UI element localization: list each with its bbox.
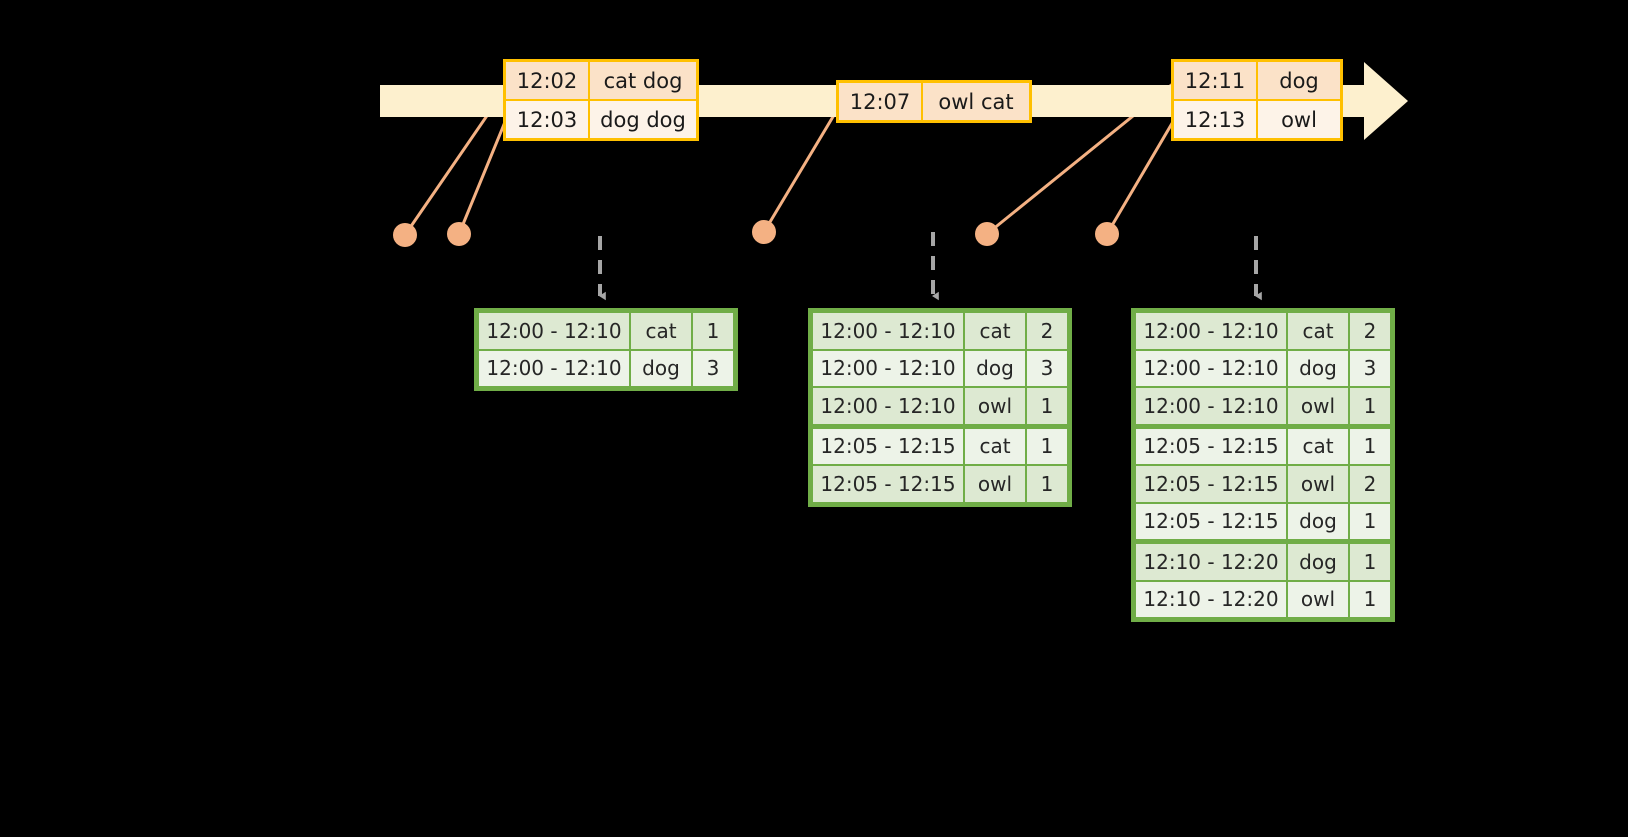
- cell-word: cat: [1287, 427, 1349, 465]
- connector-dot-4: [975, 222, 999, 246]
- connector-dot-2: [447, 222, 471, 246]
- cell-count: 1: [1026, 387, 1068, 425]
- cell-window: 12:10 - 12:20: [1135, 580, 1287, 618]
- cell-word: owl: [964, 387, 1026, 425]
- cell-count: 3: [1349, 349, 1391, 387]
- cell-window: 12:00 - 12:10: [1135, 387, 1287, 425]
- cell-word: dog: [1287, 502, 1349, 540]
- cell-count: 2: [1026, 312, 1068, 350]
- event-row: 12:11 dog: [1174, 62, 1340, 99]
- cell-window: 12:00 - 12:10: [812, 387, 964, 425]
- cell-window: 12:00 - 12:10: [812, 349, 964, 387]
- cell-count: 1: [1026, 465, 1068, 503]
- timeline-arrow-icon: [1364, 62, 1408, 140]
- cell-word: cat: [964, 427, 1026, 465]
- cell-window: 12:00 - 12:10: [812, 312, 964, 350]
- cell-word: owl: [964, 465, 1026, 503]
- cell-word: dog: [964, 349, 1026, 387]
- cell-word: owl: [1287, 580, 1349, 618]
- cell-count: 1: [1349, 543, 1391, 581]
- cell-window: 12:10 - 12:20: [1135, 543, 1287, 581]
- cell-count: 1: [1349, 427, 1391, 465]
- cell-count: 1: [1349, 502, 1391, 540]
- connector-dot-3: [752, 220, 776, 244]
- event-time: 12:02: [506, 62, 590, 99]
- cell-word: dog: [630, 349, 692, 387]
- event-payload: owl cat: [923, 83, 1029, 120]
- event-time: 12:07: [839, 83, 923, 120]
- cell-window: 12:05 - 12:15: [812, 427, 964, 465]
- event-box-3[interactable]: 12:11 dog 12:13 owl: [1171, 59, 1343, 141]
- event-row: 12:03 dog dog: [506, 99, 696, 138]
- event-time: 12:13: [1174, 101, 1258, 138]
- event-payload: owl: [1258, 101, 1340, 138]
- event-payload: cat dog: [590, 62, 696, 99]
- event-box-2[interactable]: 12:07 owl cat: [836, 80, 1032, 123]
- cell-count: 2: [1349, 465, 1391, 503]
- cell-window: 12:00 - 12:10: [1135, 349, 1287, 387]
- cell-window: 12:05 - 12:15: [1135, 502, 1287, 540]
- event-row: 12:13 owl: [1174, 99, 1340, 138]
- event-row: 12:07 owl cat: [839, 83, 1029, 120]
- cell-window: 12:05 - 12:15: [1135, 427, 1287, 465]
- cell-window: 12:05 - 12:15: [1135, 465, 1287, 503]
- cell-window: 12:05 - 12:15: [812, 465, 964, 503]
- connector-line-2: [457, 120, 507, 236]
- cell-word: owl: [1287, 387, 1349, 425]
- connector-line-5: [1105, 118, 1176, 236]
- cell-count: 3: [692, 349, 734, 387]
- cell-window: 12:00 - 12:10: [478, 349, 630, 387]
- cell-count: 3: [1026, 349, 1068, 387]
- cell-word: cat: [1287, 312, 1349, 350]
- event-time: 12:11: [1174, 62, 1258, 99]
- event-box-1[interactable]: 12:02 cat dog 12:03 dog dog: [503, 59, 699, 141]
- cell-count: 1: [1349, 387, 1391, 425]
- connector-dot-1: [393, 223, 417, 247]
- cell-count: 1: [1349, 580, 1391, 618]
- cell-word: cat: [630, 312, 692, 350]
- event-row: 12:02 cat dog: [506, 62, 696, 99]
- cell-count: 1: [1026, 427, 1068, 465]
- cell-window: 12:00 - 12:10: [478, 312, 630, 350]
- event-time: 12:03: [506, 101, 590, 138]
- connector-dot-5: [1095, 222, 1119, 246]
- cell-word: cat: [964, 312, 1026, 350]
- cell-word: dog: [1287, 349, 1349, 387]
- cell-count: 1: [692, 312, 734, 350]
- cell-count: 2: [1349, 312, 1391, 350]
- event-payload: dog dog: [590, 101, 696, 138]
- connector-line-3: [762, 103, 842, 234]
- cell-window: 12:00 - 12:10: [1135, 312, 1287, 350]
- event-payload: dog: [1258, 62, 1340, 99]
- cell-word: dog: [1287, 543, 1349, 581]
- cell-word: owl: [1287, 465, 1349, 503]
